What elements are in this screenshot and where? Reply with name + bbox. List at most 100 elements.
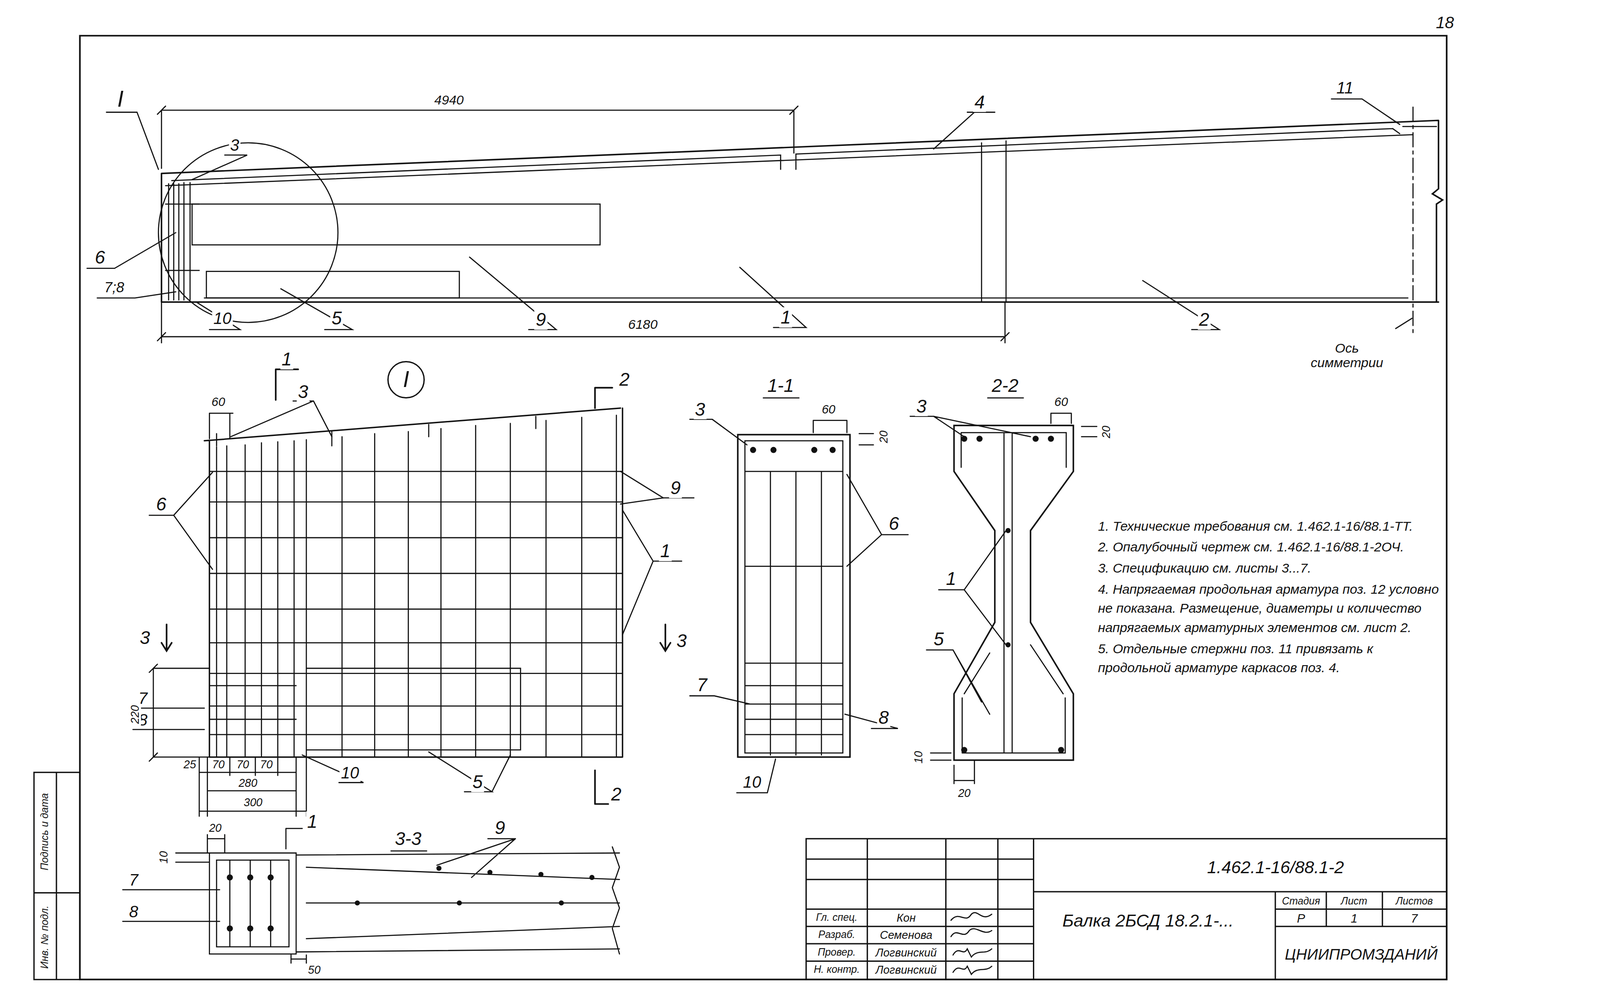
callout-number: 8: [877, 707, 891, 728]
section-2-outline: [954, 425, 1074, 760]
title-block-cell: Семенова: [878, 928, 934, 941]
detail-marker-circle: I: [387, 360, 425, 399]
dimension-text: 50: [306, 963, 322, 976]
bar-dots: [226, 435, 1065, 932]
dimension-text: 20: [1099, 423, 1113, 439]
section-marker: 1: [305, 811, 319, 832]
stamp-text: Подпись и дата: [39, 791, 51, 872]
title-block-cell: Листов: [1394, 895, 1434, 907]
callout-number: 3: [914, 396, 928, 417]
beam-elevation: [161, 120, 1443, 302]
section-title: 3-3: [393, 828, 423, 850]
dimension-text: 70: [258, 757, 274, 771]
detail-leaders: [133, 400, 695, 792]
section-marker: 3: [675, 630, 688, 651]
callout-number: 10: [741, 772, 763, 791]
detail-circle: [158, 142, 338, 323]
end-stirrups: [165, 182, 1408, 300]
dimension-text: 70: [210, 757, 226, 771]
dimension-text: 60: [210, 395, 227, 409]
callout-number: 4: [972, 92, 986, 113]
dimension-text: 60: [1053, 395, 1070, 409]
dimension-text: 70: [235, 757, 251, 771]
sheet-number: 18: [1434, 13, 1456, 32]
section-2-bars: [909, 397, 1097, 784]
leader-lines: [87, 99, 1413, 330]
detail-grid: [209, 415, 623, 757]
dimension-text: 6180: [626, 317, 659, 332]
section-title: 1-1: [765, 375, 795, 396]
note-text: 3. Спецификацию см. листы 3...7.: [1098, 558, 1444, 578]
section-3-plan: [122, 828, 620, 964]
frame-4: [165, 126, 1437, 186]
signatures: [950, 912, 992, 974]
axis-label: Ось симметрии: [1304, 340, 1389, 370]
note-text: 1. Технические требования см. 1.462.1-16…: [1098, 516, 1444, 536]
title-block-cell: Провер.: [816, 946, 858, 958]
symmetry-axis: [1412, 107, 1414, 335]
section-markers: [161, 369, 671, 804]
title-block-cell: Логвинский: [874, 946, 939, 959]
callout-number: 7;8: [103, 279, 126, 296]
title-block-cell: Гл. спец.: [814, 911, 859, 923]
section-title: 2-2: [990, 375, 1020, 396]
dimension-lines: [157, 106, 1010, 343]
dimension-text: 4940: [432, 92, 465, 108]
title-block-cell: 7: [1409, 911, 1419, 926]
callout-number: 1: [779, 307, 792, 328]
callout-number: 9: [668, 477, 682, 498]
dimension-text: 280: [237, 776, 259, 789]
detail-outline: [204, 408, 623, 758]
mesh-5: [206, 271, 460, 298]
callout-number: 7: [127, 870, 140, 889]
callout-number: 5: [330, 308, 344, 329]
callout-number: 6: [93, 247, 107, 268]
side-stamp: [33, 772, 80, 980]
title-block-cell: Лист: [1339, 895, 1369, 907]
callout-number: 10: [211, 309, 233, 328]
title-block-cell: Логвинский: [874, 963, 939, 976]
dimension-text: 10: [912, 749, 925, 765]
callout-number: 3: [228, 135, 241, 154]
callout-number: 7: [695, 674, 709, 695]
note-text: 4. Напрягаемая продольная арматура поз. …: [1098, 579, 1444, 638]
callout-number: 8: [127, 902, 140, 921]
title-block-cell: 1.462.1-16/88.1-2: [1205, 857, 1346, 877]
callout-number: 5: [471, 771, 484, 792]
title-block-cell: Р: [1295, 911, 1307, 926]
title-block-cell: Кон: [895, 911, 917, 924]
dimension-text: 60: [820, 402, 837, 416]
callout-number: 2: [1197, 309, 1211, 330]
callout-number: 1: [658, 541, 672, 562]
callout-number: 6: [887, 513, 901, 534]
section-1-outline: [737, 434, 851, 757]
dimension-text: 220: [128, 703, 142, 726]
title-block: [805, 838, 1447, 980]
title-block-cell: Стадия: [1280, 895, 1322, 907]
section-marker: 1: [280, 348, 294, 370]
section-marker: 3: [138, 627, 152, 648]
notes-block: 1. Технические требования см. 1.462.1-16…: [1098, 516, 1444, 680]
callout-number: 3: [693, 399, 707, 420]
title-block-cell: Балка 2БСД 18.2.1-...: [1061, 910, 1235, 930]
dimension-text: 10: [156, 849, 170, 865]
title-block-cell: ЦНИИПРОМЗДАНИЙ: [1283, 945, 1440, 963]
callout-number: 6: [154, 493, 168, 515]
section-marker: 2: [618, 369, 632, 390]
note-text: 5. Отдельные стержни поз. 11 привязать к…: [1098, 638, 1444, 678]
callout-number: 9: [493, 817, 507, 838]
callout-number: 1: [944, 568, 958, 589]
callout-number: 11: [1335, 78, 1355, 97]
sheet-frame: [79, 35, 1447, 980]
detail-dimensions: [149, 412, 307, 816]
callout-number: 3: [296, 381, 310, 402]
note-text: 2. Опалубочный чертеж см. 1.462.1-16/88.…: [1098, 537, 1444, 557]
title-block-cell: Н. контр.: [812, 963, 862, 975]
callout-number: 10: [339, 763, 361, 782]
title-block-cell: 1: [1349, 911, 1359, 926]
dimension-text: 25: [182, 757, 198, 771]
dimension-text: 20: [207, 821, 223, 834]
dimension-text: 300: [242, 795, 264, 809]
web-frame: [981, 140, 1007, 302]
